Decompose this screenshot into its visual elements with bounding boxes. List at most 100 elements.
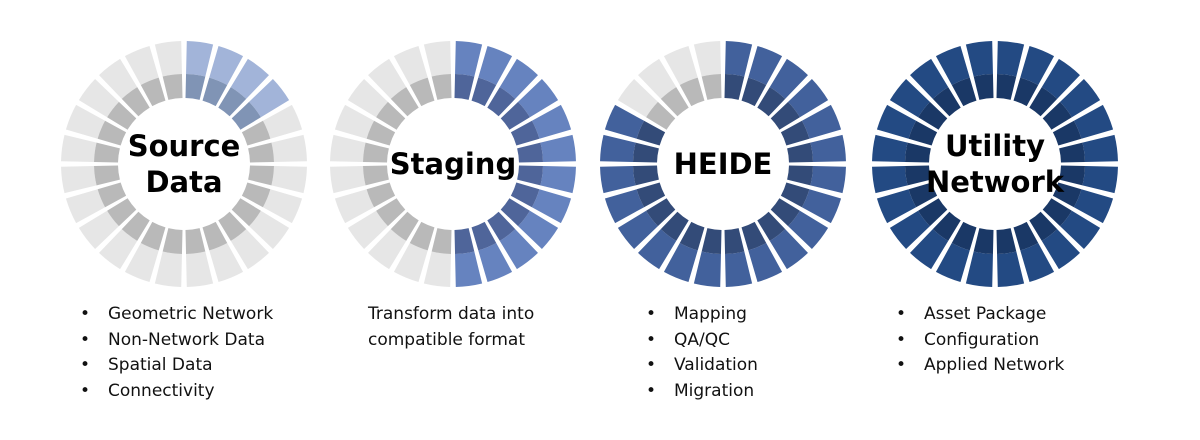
inactive-ring-segment	[423, 251, 451, 287]
active-ring-segment	[935, 45, 970, 86]
inactive-ring-segment	[366, 182, 396, 208]
inactive-ring-segment	[94, 165, 120, 186]
active-ring-segment	[788, 210, 829, 249]
staging-description-line: compatible format	[368, 329, 526, 350]
inactive-ring-segment	[124, 45, 159, 86]
utility-network-bullet-list: Asset Package Configuration Applied Netw…	[892, 302, 1064, 379]
active-ring-segment	[876, 104, 917, 139]
active-ring-segment	[478, 242, 513, 283]
inactive-ring-segment	[140, 221, 166, 251]
inactive-ring-segment	[107, 101, 137, 130]
inactive-ring-segment	[107, 198, 137, 227]
inactive-ring-segment	[94, 142, 120, 163]
heide-ring: HEIDE	[600, 41, 846, 287]
inactive-ring-segment	[65, 189, 106, 224]
inactive-ring-segment	[97, 120, 127, 146]
inactive-ring-segment	[368, 229, 407, 270]
inactive-ring-segment	[162, 228, 183, 254]
active-ring-segment	[1029, 211, 1058, 241]
active-ring-segment	[997, 251, 1025, 287]
active-ring-segment	[910, 58, 949, 99]
inactive-ring-segment	[646, 101, 676, 130]
inactive-ring-segment	[393, 242, 428, 283]
active-ring-segment	[935, 242, 970, 283]
inactive-ring-segment	[78, 79, 119, 118]
inactive-ring-segment	[334, 104, 375, 139]
active-ring-segment	[725, 41, 753, 77]
heide-ring-center	[659, 100, 787, 228]
source-data-bullet: Non-Network Data	[76, 328, 273, 354]
active-ring-segment	[660, 211, 689, 241]
active-ring-segment	[872, 134, 908, 162]
inactive-ring-segment	[154, 251, 182, 287]
inactive-ring-segment	[368, 58, 407, 99]
utility-network-bullet: Configuration	[892, 328, 1064, 354]
active-ring-segment	[770, 101, 800, 130]
active-ring-segment	[1041, 229, 1080, 270]
active-ring-segment	[1082, 134, 1118, 162]
active-ring-segment	[996, 74, 1017, 100]
active-ring-segment	[186, 41, 214, 77]
active-ring-segment	[741, 221, 767, 251]
active-ring-segment	[454, 74, 475, 100]
inactive-ring-segment	[97, 182, 127, 208]
inactive-ring-segment	[262, 189, 303, 224]
active-ring-segment	[540, 166, 576, 194]
inactive-ring-segment	[154, 41, 182, 77]
active-ring-segment	[801, 189, 842, 224]
active-ring-segment	[787, 142, 813, 163]
inactive-ring-segment	[347, 210, 388, 249]
active-ring-segment	[633, 142, 659, 163]
active-ring-segment	[679, 221, 705, 251]
inactive-ring-segment	[65, 104, 106, 139]
active-ring-segment	[518, 210, 559, 249]
inactive-ring-segment	[363, 165, 389, 186]
inactive-ring-segment	[660, 87, 689, 117]
inactive-ring-segment	[638, 58, 677, 99]
active-ring-segment	[218, 87, 247, 117]
active-ring-segment	[810, 134, 846, 162]
inactive-ring-segment	[230, 229, 269, 270]
active-ring-segment	[454, 228, 475, 254]
inactive-ring-segment	[162, 74, 183, 100]
active-ring-segment	[1020, 242, 1055, 283]
active-ring-segment	[905, 165, 931, 186]
heide-bullet: Migration	[642, 379, 758, 405]
utility-network-title-line: Utility	[945, 129, 1045, 163]
inactive-ring-segment	[185, 228, 206, 254]
active-ring-segment	[770, 198, 800, 227]
inactive-ring-segment	[363, 142, 389, 163]
inactive-ring-segment	[209, 242, 244, 283]
heide-bullet: QA/QC	[642, 328, 758, 354]
active-ring-segment	[1042, 198, 1072, 227]
active-ring-segment	[701, 228, 722, 254]
source-data-caption: Geometric Network Non-Network Data Spati…	[76, 302, 273, 404]
inactive-ring-segment	[409, 221, 435, 251]
active-ring-segment	[997, 41, 1025, 77]
active-ring-segment	[604, 189, 645, 224]
active-ring-segment	[517, 165, 543, 186]
active-ring-segment	[780, 120, 810, 146]
active-ring-segment	[500, 198, 530, 227]
inactive-ring-segment	[390, 87, 419, 117]
active-ring-segment	[231, 101, 261, 130]
active-ring-segment	[636, 120, 666, 146]
staging-ring: Staging	[330, 41, 576, 287]
active-ring-segment	[1041, 58, 1080, 99]
inactive-ring-segment	[393, 45, 428, 86]
active-ring-segment	[889, 79, 930, 118]
source-data-bullet-list: Geometric Network Non-Network Data Spati…	[76, 302, 273, 404]
active-ring-segment	[500, 101, 530, 130]
inactive-ring-segment	[390, 211, 419, 241]
heide-bullet: Mapping	[642, 302, 758, 328]
inactive-ring-segment	[262, 104, 303, 139]
utility-network-caption: Asset Package Configuration Applied Netw…	[892, 302, 1064, 379]
active-ring-segment	[617, 210, 658, 249]
inactive-ring-segment	[366, 120, 396, 146]
active-ring-segment	[600, 166, 636, 194]
active-ring-segment	[725, 251, 753, 287]
active-ring-segment	[965, 251, 993, 287]
inactive-ring-segment	[249, 210, 290, 249]
